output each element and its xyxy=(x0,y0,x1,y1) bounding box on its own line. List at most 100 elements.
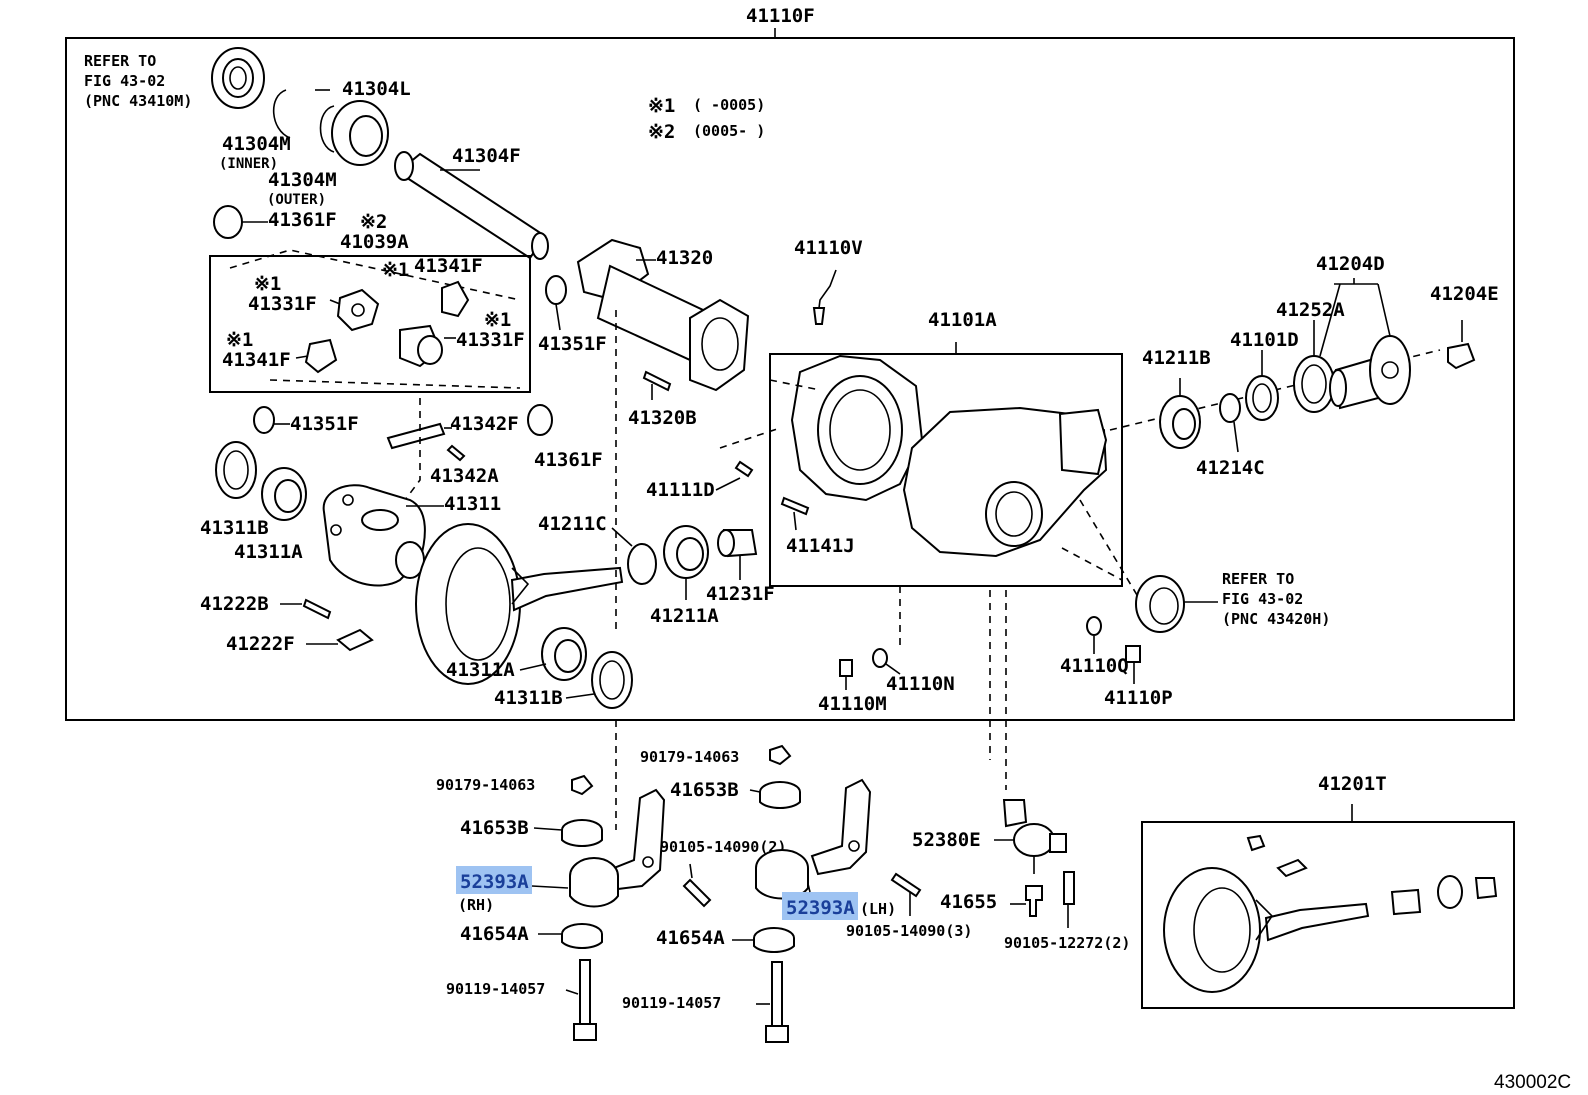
bolt-41222B-part xyxy=(302,598,332,620)
label-41101A[interactable]: 41101A xyxy=(928,309,997,331)
label-41231F[interactable]: 41231F xyxy=(706,583,775,605)
label-41331F-b[interactable]: 41331F xyxy=(456,329,525,351)
label-41331F-a[interactable]: 41331F xyxy=(248,293,317,315)
label-41211C[interactable]: 41211C xyxy=(538,513,607,535)
label-41311[interactable]: 41311 xyxy=(444,493,501,515)
label-52393A-lh[interactable]: 52393A xyxy=(786,897,855,919)
label-41110Q[interactable]: 41110Q xyxy=(1060,655,1129,677)
label-52380E[interactable]: 52380E xyxy=(912,829,981,851)
seal-41101D-part xyxy=(1245,375,1279,421)
legend-range-2: (0005- ) xyxy=(693,122,765,140)
label-41204D[interactable]: 41204D xyxy=(1316,253,1385,275)
gear-kit-box xyxy=(209,255,531,393)
label-41110V[interactable]: 41110V xyxy=(794,237,863,259)
oil-seal-right-part xyxy=(1135,575,1185,633)
label-41361F-top[interactable]: 41361F xyxy=(268,209,337,231)
label-41311B-a[interactable]: 41311B xyxy=(200,517,269,539)
label-41655[interactable]: 41655 xyxy=(940,891,997,913)
snap-rings-part xyxy=(272,89,335,153)
label-41311A-a[interactable]: 41311A xyxy=(234,541,303,563)
bolt-90105-14090-a-part xyxy=(682,878,712,908)
label-41653B-a[interactable]: 41653B xyxy=(460,817,529,839)
label-41320[interactable]: 41320 xyxy=(656,247,713,269)
label-90179-b[interactable]: 90179-14063 xyxy=(640,748,739,766)
label-90105-12272-2[interactable]: 90105-12272(2) xyxy=(1004,934,1130,952)
label-41252A[interactable]: 41252A xyxy=(1276,299,1345,321)
o-ring-part xyxy=(213,205,243,239)
label-rh: (RH) xyxy=(458,896,494,914)
label-41342A[interactable]: 41342A xyxy=(430,465,499,487)
label-41214C[interactable]: 41214C xyxy=(1196,457,1265,479)
ring-gear-part xyxy=(415,523,624,685)
ring-gear-kit-part xyxy=(1163,834,1498,993)
spacer-41231F-part xyxy=(717,529,758,558)
refer-note-right-2: FIG 43-02 xyxy=(1222,590,1303,608)
plug-41110P-part xyxy=(1125,645,1141,663)
label-41351F-b[interactable]: 41351F xyxy=(290,413,359,435)
label-90105-14090-3[interactable]: 90105-14090(3) xyxy=(846,922,972,940)
stopper-52380E-part xyxy=(1002,799,1067,874)
mark-2-a: ※2 xyxy=(360,211,387,233)
legend-mark-1: ※1 xyxy=(648,95,675,117)
label-41341F-a[interactable]: 41341F xyxy=(414,255,483,277)
shaft-41304F-part xyxy=(394,151,549,260)
bolt-90119-a-part xyxy=(573,959,597,1041)
label-90179-a[interactable]: 90179-14063 xyxy=(436,776,535,794)
pin-part xyxy=(446,444,466,462)
label-41341F-b[interactable]: 41341F xyxy=(222,349,291,371)
highlight-52393A-lh xyxy=(782,892,858,920)
diff-case-part xyxy=(322,484,426,587)
lock-plate-part xyxy=(336,628,374,652)
label-41141J[interactable]: 41141J xyxy=(786,535,855,557)
assembly-label[interactable]: 41110F xyxy=(746,5,815,27)
tube-41320-part xyxy=(576,238,750,392)
label-41304F[interactable]: 41304F xyxy=(452,145,521,167)
gasket-41110Q-part xyxy=(1086,616,1102,636)
label-90119-a[interactable]: 90119-14057 xyxy=(446,980,545,998)
label-41654A-a[interactable]: 41654A xyxy=(460,923,529,945)
label-90105-14090-2[interactable]: 90105-14090(2) xyxy=(660,838,786,856)
label-52393A-rh[interactable]: 52393A xyxy=(460,871,529,893)
mark-1-a: ※1 xyxy=(382,259,409,281)
thrust-washer-part xyxy=(545,275,567,305)
label-41304L[interactable]: 41304L xyxy=(342,78,411,100)
label-41222B[interactable]: 41222B xyxy=(200,593,269,615)
flange-41204D-part xyxy=(1329,335,1411,410)
label-41110P[interactable]: 41110P xyxy=(1104,687,1173,709)
label-41101D[interactable]: 41101D xyxy=(1230,329,1299,351)
nut-90179-a-part xyxy=(571,774,594,796)
washer-41211C-part xyxy=(627,543,657,585)
label-41311A-b[interactable]: 41311A xyxy=(446,659,515,681)
label-41351F-a[interactable]: 41351F xyxy=(538,333,607,355)
legend-mark-2: ※2 xyxy=(648,121,675,143)
bolt-41110M-part xyxy=(839,659,853,677)
label-41211A[interactable]: 41211A xyxy=(650,605,719,627)
label-41361F-b[interactable]: 41361F xyxy=(534,449,603,471)
cushion-41653B-a-part xyxy=(561,819,603,847)
label-41653B-b[interactable]: 41653B xyxy=(670,779,739,801)
label-41039A[interactable]: 41039A xyxy=(340,231,409,253)
pinion-shaft-part xyxy=(386,422,446,450)
highlight-52393A-rh xyxy=(456,866,532,894)
label-90119-b[interactable]: 90119-14057 xyxy=(622,994,721,1012)
ring-gear-kit-box xyxy=(1141,821,1515,1009)
nut-90179-b-part xyxy=(769,744,792,766)
label-41111D[interactable]: 41111D xyxy=(646,479,715,501)
label-41110M[interactable]: 41110M xyxy=(818,693,887,715)
label-41204E[interactable]: 41204E xyxy=(1430,283,1499,305)
label-41110N[interactable]: 41110N xyxy=(886,673,955,695)
washer-41654A-b-part xyxy=(753,927,795,953)
label-41304M-outer[interactable]: 41304M xyxy=(268,169,337,191)
label-41211B[interactable]: 41211B xyxy=(1142,347,1211,369)
label-41304M-inner[interactable]: 41304M xyxy=(222,133,291,155)
label-41320B[interactable]: 41320B xyxy=(628,407,697,429)
assembly-frame xyxy=(65,37,1515,721)
label-41201T[interactable]: 41201T xyxy=(1318,773,1387,795)
label-41654A-b[interactable]: 41654A xyxy=(656,927,725,949)
bearing-41211A-part xyxy=(663,525,709,579)
seal-41311B-part xyxy=(215,441,257,499)
label-41342F[interactable]: 41342F xyxy=(450,413,519,435)
label-41222F[interactable]: 41222F xyxy=(226,633,295,655)
label-41311B-b[interactable]: 41311B xyxy=(494,687,563,709)
